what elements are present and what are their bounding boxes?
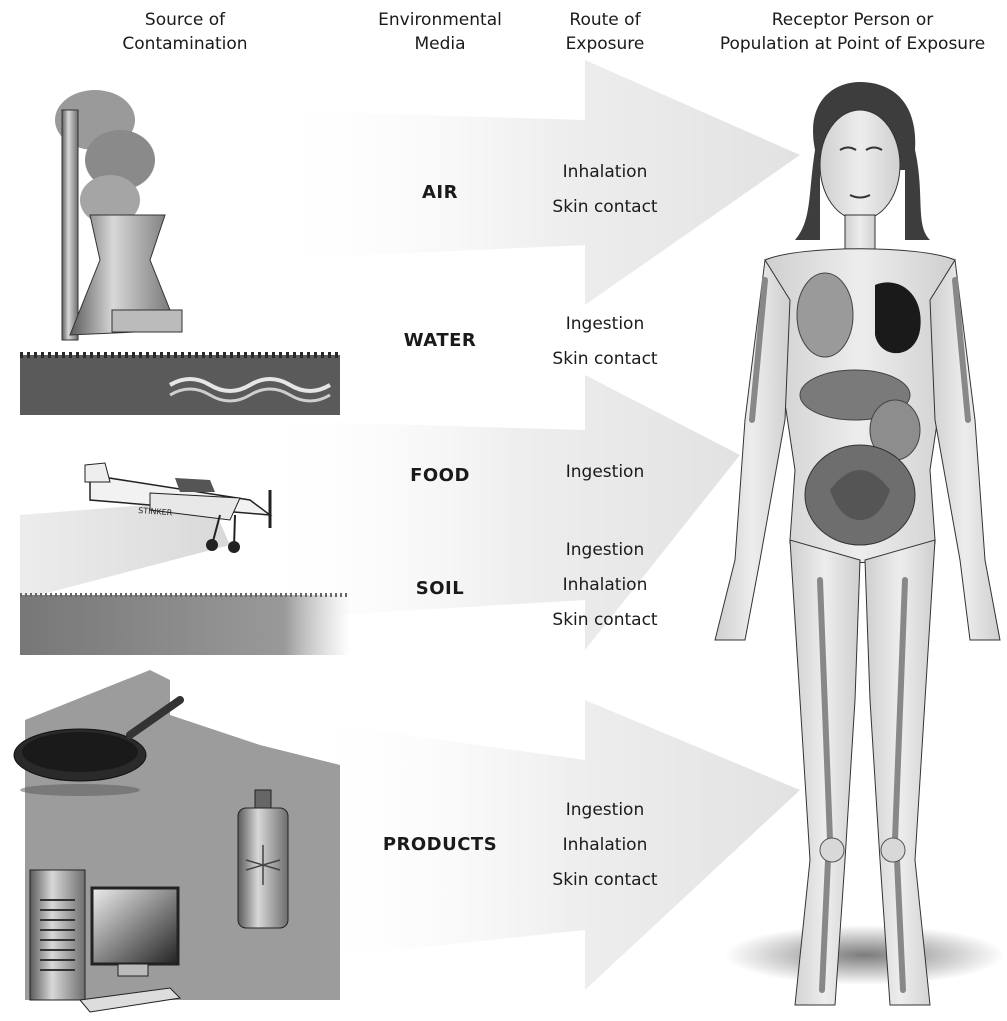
routes-products: Ingestion Inhalation Skin contact [525,793,685,898]
media-products: PRODUCTS [360,834,520,855]
route-item: Ingestion [525,307,685,342]
header-media: Environmental Media [360,8,520,56]
routes-water: Ingestion Skin contact [525,307,685,377]
header-route: Route of Exposure [545,8,665,56]
media-water: WATER [360,330,520,351]
route-item: Inhalation [525,155,685,190]
route-item: Skin contact [525,603,685,638]
header-receptor-line1: Receptor Person or [700,8,1005,32]
routes-soil: Ingestion Inhalation Skin contact [525,533,685,638]
route-item: Skin contact [525,190,685,225]
header-receptor: Receptor Person or Population at Point o… [700,8,1005,56]
perfume-bottle-icon [238,790,288,928]
products-scene [14,670,340,1012]
route-item: Inhalation [525,828,685,863]
routes-food: Ingestion [525,455,685,490]
route-item: Ingestion [525,455,685,490]
header-route-line1: Route of [545,8,665,32]
route-item: Ingestion [525,793,685,828]
header-media-line2: Media [360,32,520,56]
route-item: Skin contact [525,342,685,377]
route-item: Ingestion [525,533,685,568]
route-item: Inhalation [525,568,685,603]
routes-air: Inhalation Skin contact [525,155,685,225]
media-air: AIR [360,182,520,203]
media-soil: SOIL [360,578,520,599]
header-source: Source of Contamination [100,8,270,56]
header-source-line1: Source of [100,8,270,32]
header-media-line1: Environmental [360,8,520,32]
header-route-line2: Exposure [545,32,665,56]
human-anatomy-figure [715,82,1005,1005]
route-item: Skin contact [525,863,685,898]
header-source-line2: Contamination [100,32,270,56]
media-food: FOOD [360,465,520,486]
header-receptor-line2: Population at Point of Exposure [700,32,1005,56]
